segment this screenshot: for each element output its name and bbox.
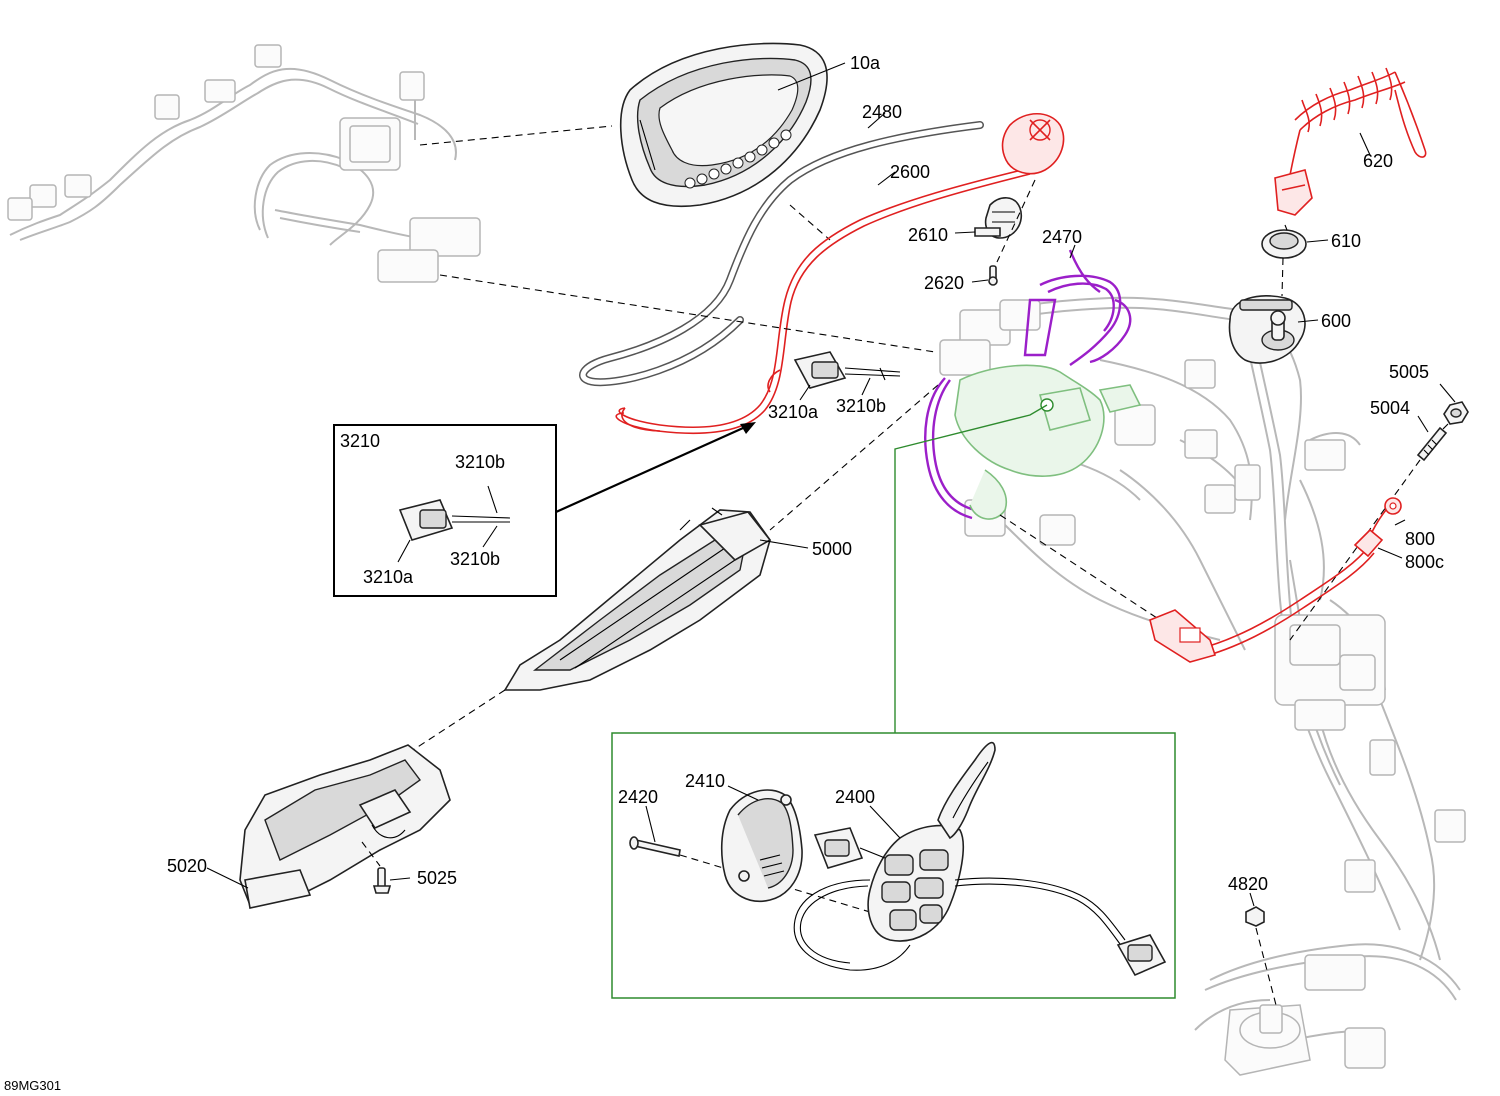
cover-2410 — [720, 789, 803, 902]
ghost-connector-small — [377, 249, 439, 283]
screw-2420 — [629, 836, 681, 857]
callout-2620: 2620 — [924, 273, 964, 293]
callout-2400: 2400 — [835, 787, 875, 807]
callout-2600: 2600 — [890, 162, 930, 182]
callout-600: 600 — [1321, 311, 1351, 331]
callout-610: 610 — [1331, 231, 1361, 251]
callout-2420: 2420 — [618, 787, 658, 807]
callout-2470: 2470 — [1042, 227, 1082, 247]
callout-4820: 4820 — [1228, 874, 1268, 894]
gauge-buttons-row — [684, 129, 792, 189]
ghost-connector-large — [409, 217, 481, 257]
ring-nut-610 — [1261, 229, 1307, 259]
callout-3210b: 3210b — [836, 396, 886, 416]
retainer-2610 — [974, 197, 1022, 239]
lanyard-cap-red — [1274, 169, 1313, 216]
inset-callout-3210b-bottom: 3210b — [450, 549, 500, 569]
callout-2480: 2480 — [862, 102, 902, 122]
ignition-switch-600 — [1228, 295, 1306, 364]
stud-5004 — [1416, 426, 1448, 462]
inset-callout-3210a: 3210a — [363, 567, 414, 587]
callout-800: 800 — [1405, 529, 1435, 549]
callout-2410: 2410 — [685, 771, 725, 791]
callout-10a: 10a — [850, 53, 881, 73]
leader-10a-to-harness — [419, 125, 613, 146]
ghost-main-harness-right — [939, 296, 1466, 1076]
callout-800c: 800c — [1405, 552, 1444, 572]
nut-4820 — [1245, 906, 1265, 927]
ghost-wiring-harness-left — [7, 44, 481, 283]
cable-800-red — [1149, 497, 1402, 663]
callout-3210a: 3210a — [768, 402, 819, 422]
callout-620: 620 — [1363, 151, 1393, 171]
inset-3210: 3210 3210b 3210b 3210a — [333, 424, 557, 597]
gauge-display-10a — [619, 42, 828, 208]
inset-3210-title: 3210 — [340, 431, 380, 451]
ignition-switch-red — [1001, 113, 1065, 175]
switch-2400 — [793, 741, 1167, 977]
callout-5025: 5025 — [417, 868, 457, 888]
callout-2610: 2610 — [908, 225, 948, 245]
callout-5005: 5005 — [1389, 362, 1429, 382]
callout-5004: 5004 — [1370, 398, 1410, 418]
figure-code: 89MG301 — [4, 1078, 61, 1093]
control-unit-5000 — [503, 507, 772, 691]
screw-5025 — [372, 867, 392, 894]
bracket-5020 — [239, 744, 451, 909]
inset-callout-3210b-top: 3210b — [455, 452, 505, 472]
lanyard-620 — [1274, 67, 1427, 216]
screw-2620 — [988, 265, 998, 286]
inset-switch-assembly: 2420 2410 — [611, 732, 1176, 999]
switch-2400-highlight-green — [954, 364, 1142, 520]
callout-5020: 5020 — [167, 856, 207, 876]
callout-5000: 5000 — [812, 539, 852, 559]
nut-5005 — [1443, 401, 1469, 425]
harness-2470-purple — [924, 249, 1132, 520]
harness-2600 — [615, 113, 1065, 435]
connector-3210-main — [793, 351, 901, 389]
